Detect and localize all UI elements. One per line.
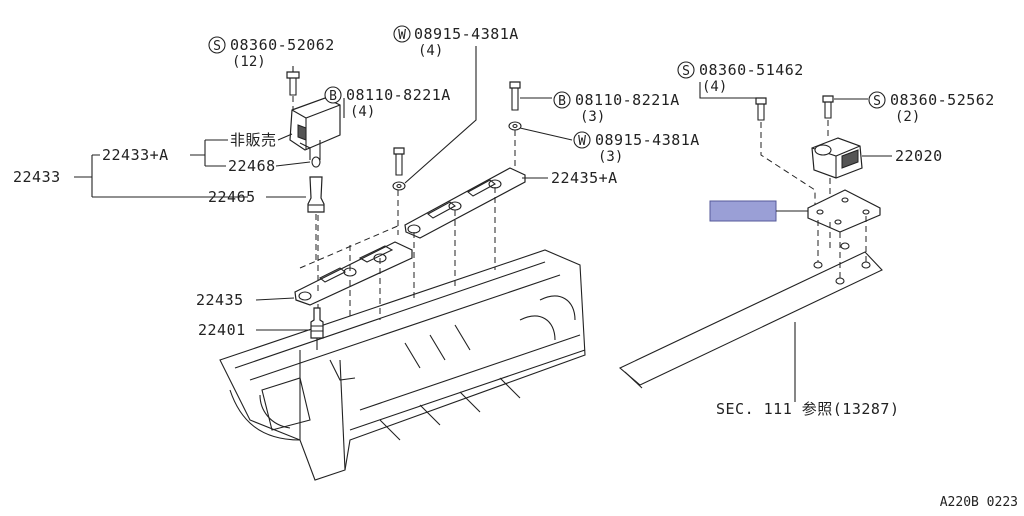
label-22435[interactable]: 22435: [196, 291, 244, 309]
label-22433a[interactable]: 22433+A: [102, 146, 169, 164]
cover-plate: [618, 251, 883, 389]
spark-plug: [310, 307, 324, 350]
ignition-coil: [289, 97, 341, 160]
callout-qty: (3): [598, 149, 623, 165]
part-22468-shape: [311, 156, 321, 168]
bracket-22435a: [404, 167, 526, 239]
bolt-08360-51462: [755, 97, 816, 210]
label-22401[interactable]: 22401: [198, 321, 246, 339]
label-22468[interactable]: 22468: [228, 157, 276, 175]
bolt-08360-52562: [822, 95, 834, 140]
sensor-22020: [811, 137, 863, 200]
bolt-symbol-icon: [324, 86, 342, 104]
callout-prefix: B: [329, 89, 337, 104]
label-not-for-sale: 非販売: [230, 131, 277, 149]
callout-number: 08360-52062: [230, 36, 335, 54]
screw-symbol-icon: [208, 36, 226, 54]
diagram-code: A220B 0223: [940, 495, 1018, 510]
bolt-08110-8221a-right: [508, 81, 522, 131]
callout-prefix: W: [578, 134, 586, 149]
bolt-symbol-icon: [553, 91, 571, 109]
callout-qty: (12): [232, 54, 266, 70]
screw-symbol-icon: [868, 91, 886, 109]
alignment-lines-left: [299, 130, 516, 320]
callout-s08360-52562[interactable]: S 08360-52562 (2): [868, 91, 995, 125]
callout-qty: (4): [418, 43, 443, 59]
label-22433[interactable]: 22433: [13, 168, 61, 186]
callout-w08915-4381a-top[interactable]: W 08915-4381A (4): [393, 25, 519, 59]
callout-prefix: S: [682, 64, 690, 79]
washer-symbol-icon: [573, 131, 591, 149]
engine-head: [219, 249, 586, 481]
bolt-08360-52062: [286, 71, 300, 110]
screw-symbol-icon: [677, 61, 695, 79]
callout-w08915-4381a-right[interactable]: W 08915-4381A (3): [573, 131, 700, 165]
callout-number: 08915-4381A: [595, 131, 700, 149]
callout-number: 08110-8221A: [575, 91, 680, 109]
callout-prefix: S: [213, 39, 221, 54]
bracket-22435: [294, 241, 413, 306]
spark-plug-boot: [307, 176, 325, 262]
washer-symbol-icon: [393, 25, 411, 43]
leader-lines: [74, 46, 892, 402]
callout-prefix: W: [398, 28, 406, 43]
label-sec-111-reference[interactable]: SEC. 111 参照(13287): [716, 400, 900, 418]
callout-number: 08915-4381A: [414, 25, 519, 43]
callout-s08360-52062[interactable]: S 08360-52062 (12): [208, 36, 335, 70]
label-22435a[interactable]: 22435+A: [551, 169, 618, 187]
callout-prefix: S: [873, 94, 881, 109]
callout-number: 08360-52562: [890, 91, 995, 109]
callout-qty: (2): [895, 109, 920, 125]
callout-qty: (4): [350, 104, 375, 120]
bolt-08110-8221a-left: [392, 147, 406, 191]
sensor-plate: [807, 189, 881, 285]
label-22020[interactable]: 22020: [895, 147, 943, 165]
callout-prefix: B: [558, 94, 566, 109]
highlighted-part[interactable]: [709, 200, 808, 222]
callout-number: 08110-8221A: [346, 86, 451, 104]
callout-b08110-8221a-left[interactable]: B 08110-8221A (4): [324, 86, 451, 120]
callout-b08110-8221a-right[interactable]: B 08110-8221A (3): [553, 91, 680, 125]
callout-qty: (3): [580, 109, 605, 125]
callout-number: 08360-51462: [699, 61, 804, 79]
callout-s08360-51462[interactable]: S 08360-51462 (4): [677, 61, 804, 95]
callout-qty: (4): [702, 79, 727, 95]
label-22465[interactable]: 22465: [208, 188, 256, 206]
highlight-box[interactable]: [709, 200, 777, 222]
